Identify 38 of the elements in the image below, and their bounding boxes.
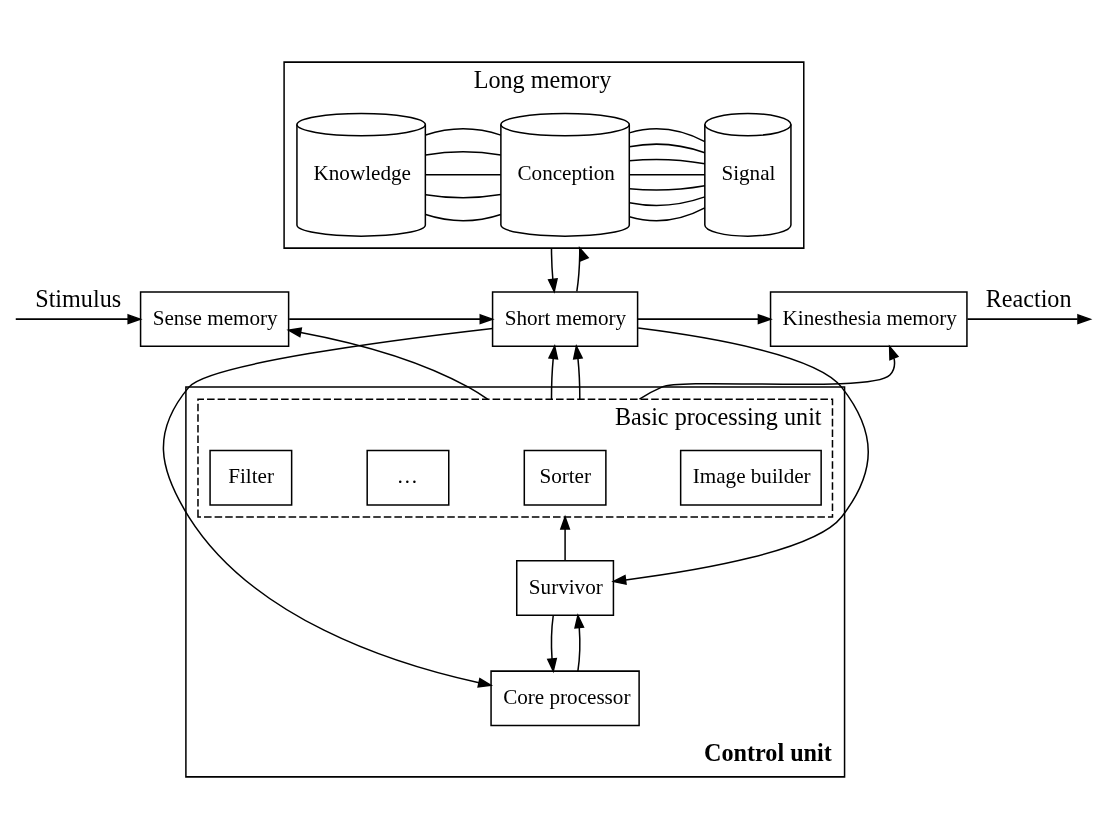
edge-label: Reaction xyxy=(985,284,1072,312)
arrow xyxy=(637,313,773,325)
arrow xyxy=(572,344,584,400)
arrow xyxy=(611,327,869,586)
connector xyxy=(628,196,706,207)
node-box: Image builder xyxy=(679,449,822,506)
arrow xyxy=(162,327,494,688)
arrow xyxy=(966,313,1093,325)
node-box: Short memory xyxy=(491,291,639,348)
edge-label: Stimulus xyxy=(35,284,122,312)
arrow xyxy=(15,313,143,325)
connector xyxy=(628,128,706,143)
connector xyxy=(628,185,706,191)
arrow xyxy=(576,246,590,293)
arrow xyxy=(546,614,558,674)
node-box: Core processor xyxy=(490,670,640,727)
arrow xyxy=(288,313,495,325)
connector xyxy=(628,174,706,176)
arrow xyxy=(638,344,900,400)
connector xyxy=(628,143,706,154)
arrow xyxy=(547,344,559,400)
connector xyxy=(628,207,706,222)
connector xyxy=(424,128,502,136)
node-box: Filter xyxy=(209,449,293,506)
arrow xyxy=(547,247,559,294)
node-box: Kinesthesia memory xyxy=(769,291,968,348)
node-box: … xyxy=(366,449,450,506)
connector xyxy=(424,193,502,199)
connector xyxy=(628,158,706,165)
node-box: Survivor xyxy=(516,560,615,616)
connector xyxy=(424,151,502,156)
node-box: Sense memory xyxy=(139,291,290,348)
connector xyxy=(424,213,502,222)
arrow xyxy=(559,514,571,562)
arrow xyxy=(574,613,585,672)
connector xyxy=(424,174,502,176)
node-box: Sorter xyxy=(523,449,607,506)
arrow xyxy=(286,327,489,400)
